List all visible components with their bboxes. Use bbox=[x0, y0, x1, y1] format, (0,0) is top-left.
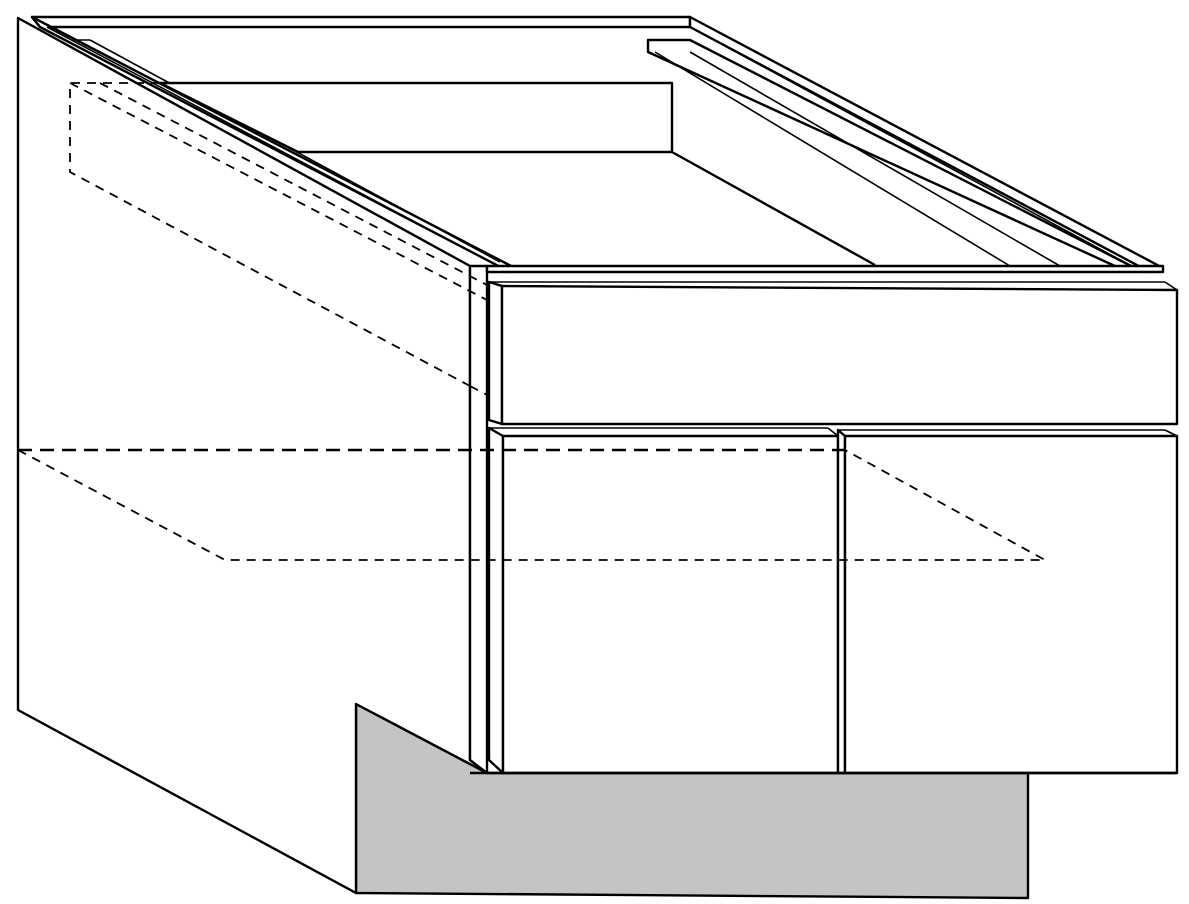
left-top-rail-edge-line bbox=[46, 26, 499, 267]
face-frame-left-stile bbox=[468, 264, 489, 775]
right-stretcher bbox=[646, 38, 1137, 274]
drawer-corner-edge bbox=[1164, 281, 1178, 291]
right-door-corner bbox=[1164, 429, 1178, 437]
hidden-shelf-outline bbox=[17, 449, 1046, 561]
drawer-front bbox=[500, 284, 1179, 426]
left-door bbox=[501, 434, 840, 775]
right-top-rail-inner-line bbox=[689, 26, 1136, 269]
right-stretcher-line-2 bbox=[689, 51, 1061, 267]
hidden-drawer-box-top bbox=[69, 82, 488, 301]
face-frame-top-rail bbox=[485, 264, 1165, 274]
hidden-drawer-box-front bbox=[469, 385, 490, 397]
drawer-front-edge bbox=[487, 280, 504, 426]
left-door-edge bbox=[487, 426, 505, 775]
left-door-corner bbox=[827, 427, 839, 437]
right-top-rail bbox=[688, 15, 1165, 274]
hidden-drawer-box-outline bbox=[69, 82, 471, 387]
right-door bbox=[843, 434, 1179, 775]
hidden-drawer-box-side bbox=[99, 82, 488, 286]
right-stretcher-line-1 bbox=[654, 51, 1011, 267]
interior-floor-edge bbox=[671, 150, 876, 267]
top-back-rail bbox=[30, 15, 692, 29]
